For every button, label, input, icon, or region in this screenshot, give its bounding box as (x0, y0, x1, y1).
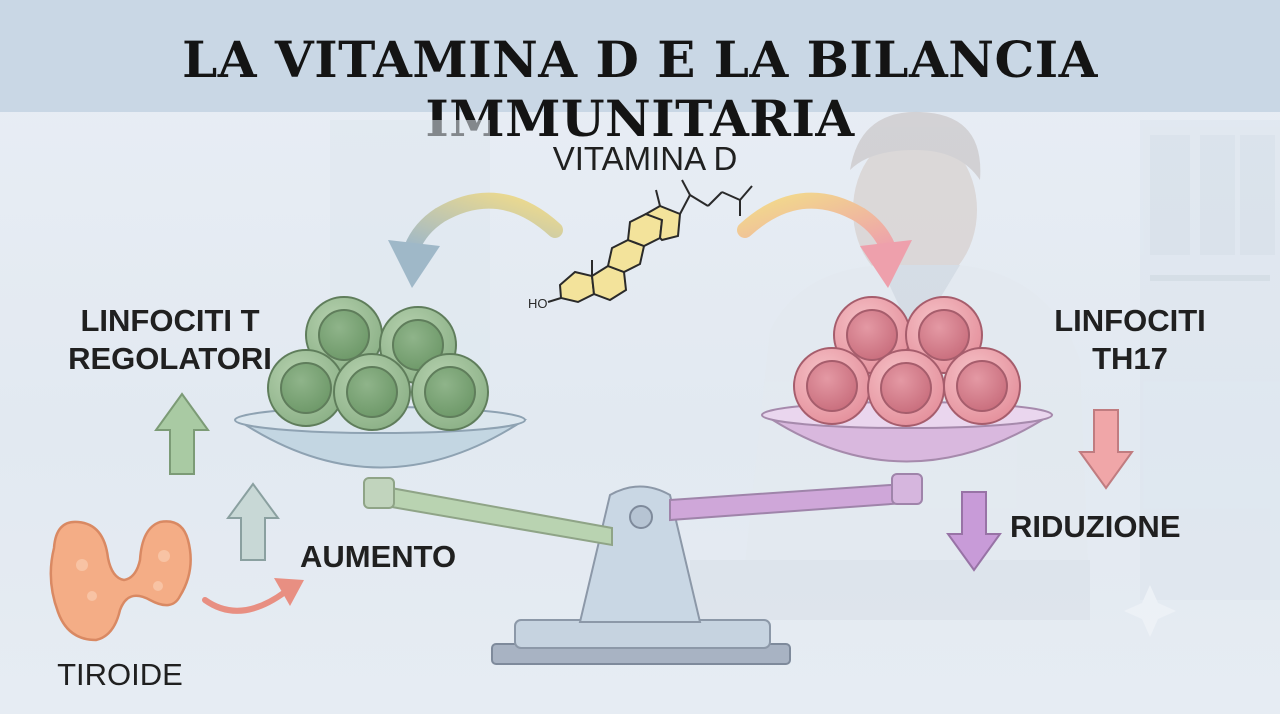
riduzione-down-arrow (946, 491, 1002, 572)
th17-label: LINFOCITI TH17 (1010, 302, 1250, 378)
aumento-label: AUMENTO (300, 539, 457, 574)
th17-decrease-arrow (1078, 409, 1134, 490)
vitamin-d-label: VITAMINA D (552, 140, 738, 177)
treg-label-line2: REGOLATORI (68, 341, 272, 376)
riduzione-label: RIDUZIONE (1010, 509, 1181, 544)
treg-label-line1: LINFOCITI T (80, 303, 260, 338)
th17-label-line1: LINFOCITI (1054, 303, 1206, 338)
treg-cells (267, 296, 489, 431)
thyroid-to-aumento-arrow (202, 578, 304, 614)
treg-increase-arrow (154, 392, 210, 475)
th17-cell (793, 347, 871, 425)
thyroid-label: TIROIDE (57, 657, 183, 692)
th17-cell (943, 347, 1021, 425)
treg-cell (333, 353, 411, 431)
treg-label: LINFOCITI T REGOLATORI (40, 302, 300, 378)
th17-cell (867, 349, 945, 427)
th17-cells (793, 296, 1021, 427)
title-banner (0, 0, 1280, 112)
aumento-up-arrow (226, 482, 280, 561)
molecule-ho-label: HO (528, 296, 548, 311)
page-title: LA VITAMINA D E LA BILANCIA IMMUNITARIA (182, 30, 1098, 148)
treg-cell (411, 353, 489, 431)
steroid-molecule-icon (547, 179, 753, 304)
arrow-to-treg (388, 192, 563, 288)
arrow-to-th17 (737, 192, 912, 288)
treg-cell (267, 349, 345, 427)
th17-label-line2: TH17 (1092, 341, 1168, 376)
thyroid-icon (49, 520, 192, 642)
